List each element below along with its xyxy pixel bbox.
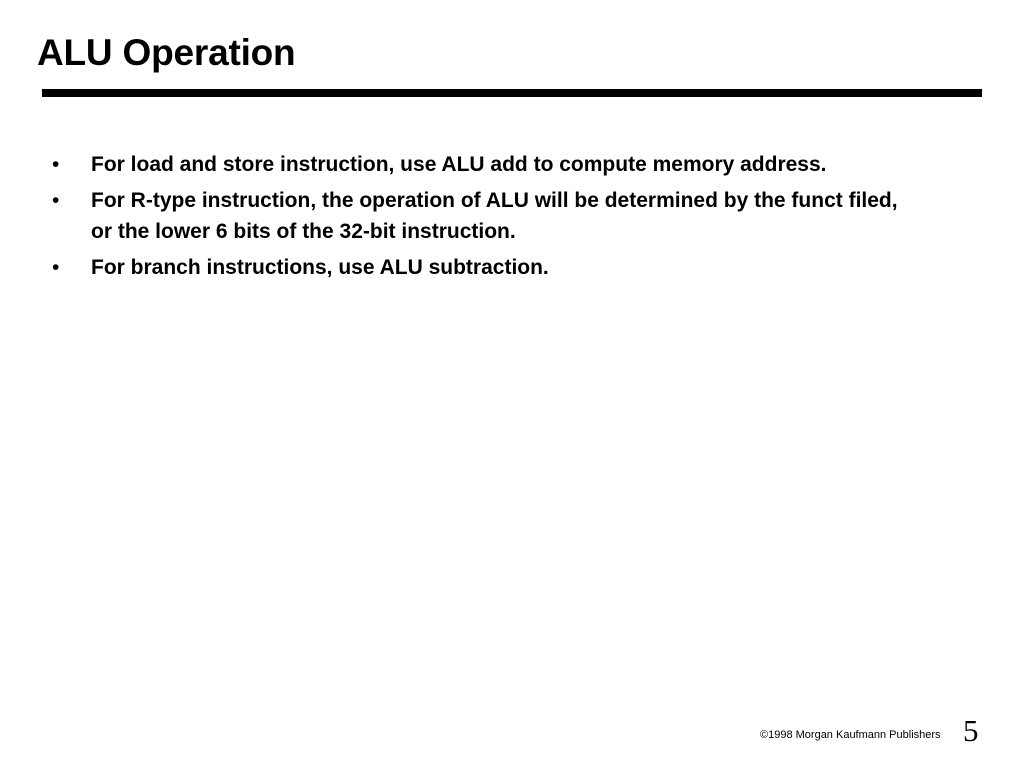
- footer-copyright: ©1998 Morgan Kaufmann Publishers: [760, 729, 941, 741]
- bullet-item: • For load and store instruction, use AL…: [52, 149, 912, 180]
- title-rule-divider: [42, 89, 982, 97]
- bullet-item: • For R-type instruction, the operation …: [52, 185, 912, 247]
- bullet-icon: •: [52, 189, 60, 212]
- bullet-text: For R-type instruction, the operation of…: [91, 189, 898, 243]
- bullet-icon: •: [52, 256, 60, 279]
- bullet-item: • For branch instructions, use ALU subtr…: [52, 252, 912, 283]
- page-number: 5: [963, 713, 979, 748]
- bullet-list: • For load and store instruction, use AL…: [52, 149, 912, 288]
- bullet-text: For branch instructions, use ALU subtrac…: [91, 256, 549, 279]
- slide-title: ALU Operation: [37, 32, 296, 73]
- bullet-text: For load and store instruction, use ALU …: [91, 153, 827, 176]
- bullet-icon: •: [52, 153, 60, 176]
